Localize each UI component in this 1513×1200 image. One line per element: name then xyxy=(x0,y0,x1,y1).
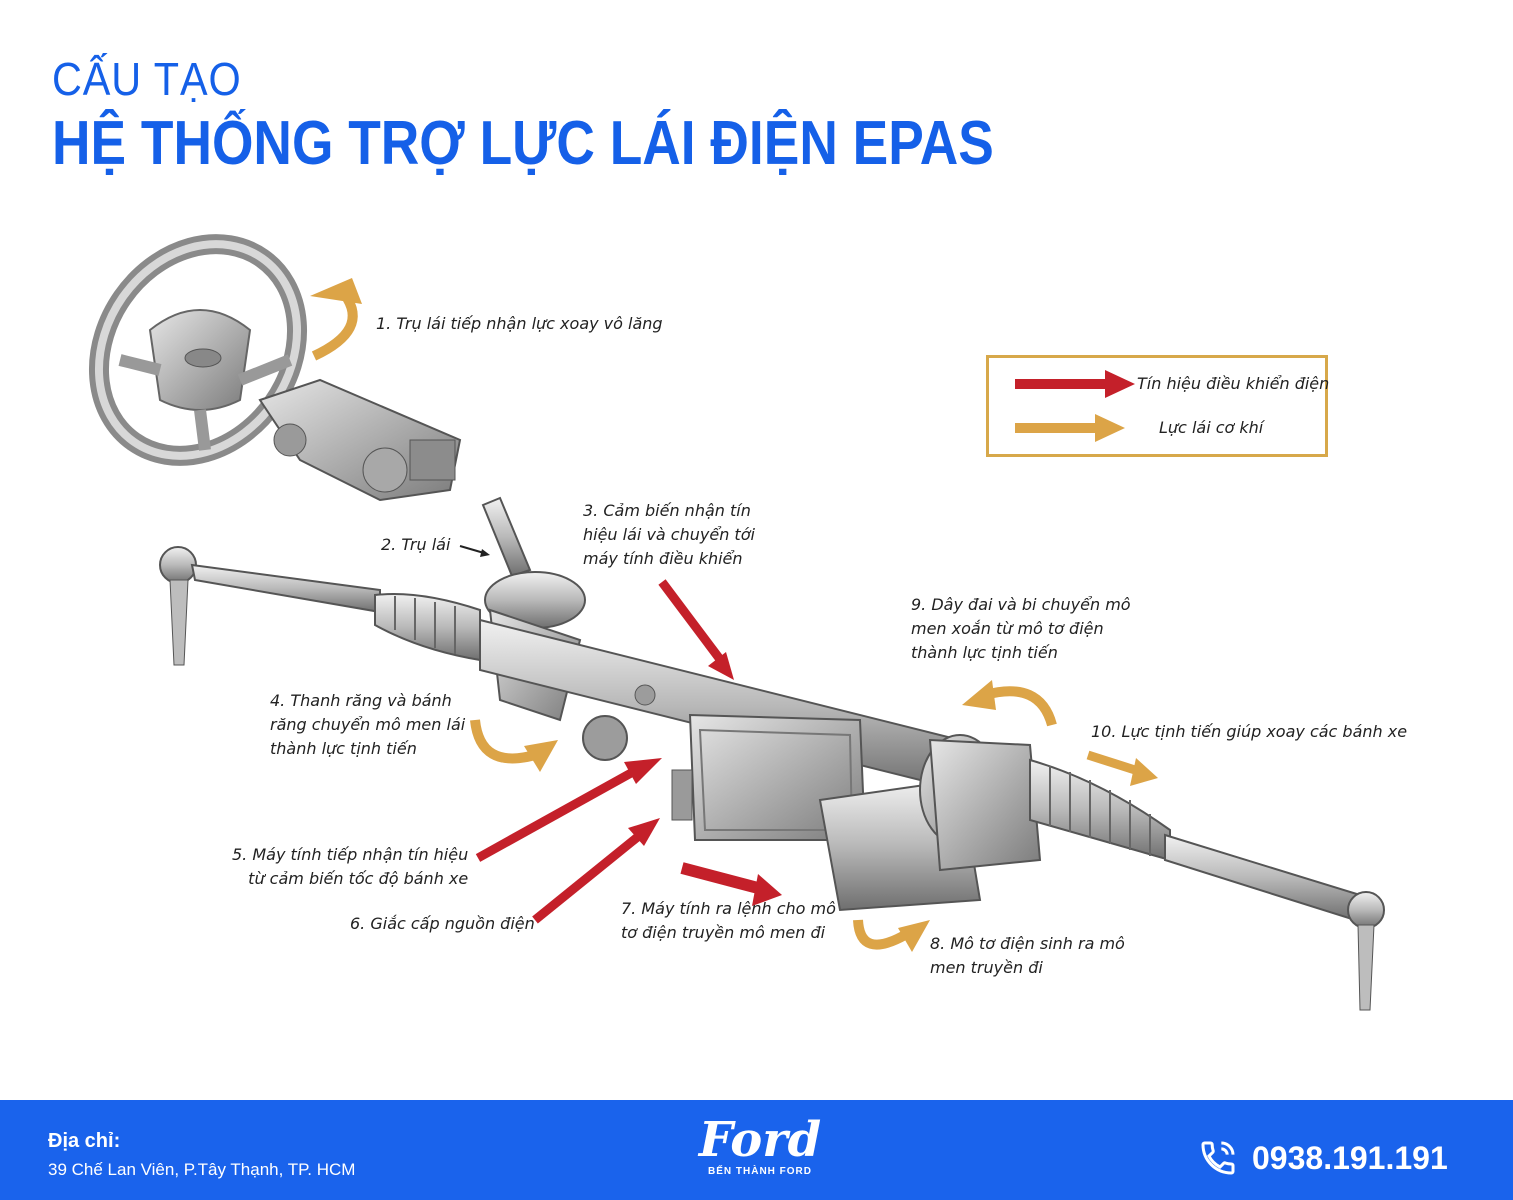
logo-wordmark: Ford xyxy=(698,1112,822,1168)
label-4-line: thành lực tịnh tiến xyxy=(270,739,417,758)
footer-bar: Địa chỉ: 39 Chế Lan Viên, P.Tây Thạnh, T… xyxy=(0,1100,1513,1200)
label-4: 4. Thanh răng và bánh răng chuyển mô men… xyxy=(270,689,465,761)
phone-contact[interactable]: 0938.191.191 xyxy=(1198,1138,1448,1178)
mechanical-arrows xyxy=(310,278,1158,952)
legend-electric-arrowhead xyxy=(1105,370,1135,398)
left-bellows xyxy=(374,593,481,662)
address-label: Địa chỉ: xyxy=(48,1130,121,1152)
label-4-line: răng chuyển mô men lái xyxy=(270,715,466,734)
label-4-line: 4. Thanh răng và bánh xyxy=(270,691,452,710)
electric-arrows xyxy=(475,579,782,924)
tie-rod-left xyxy=(159,546,381,666)
ford-logo[interactable]: Ford BẾN THÀNH FORD xyxy=(690,1114,830,1190)
label-3-line: máy tính điều khiển xyxy=(583,549,743,568)
page-subtitle: CẤU TẠO xyxy=(52,53,242,105)
label-2: 2. Trụ lái xyxy=(381,535,451,554)
label-3-line: hiệu lái và chuyển tới xyxy=(583,525,755,544)
label-8-line: men truyền đi xyxy=(930,958,1043,977)
label-3: 3. Cảm biến nhận tín hiệu lái và chuyển … xyxy=(583,499,755,571)
label-5: 5. Máy tính tiếp nhận tín hiệu từ cảm bi… xyxy=(232,843,468,891)
legend-arrows xyxy=(1015,370,1135,442)
pointer-arrow xyxy=(459,545,485,554)
label-9-line: men xoắn từ mô tơ điện xyxy=(911,619,1104,638)
page-title: HỆ THỐNG TRỢ LỰC LÁI ĐIỆN EPAS xyxy=(52,109,994,178)
label-9: 9. Dây đai và bi chuyển mô men xoắn từ m… xyxy=(911,593,1131,665)
steering-column xyxy=(258,378,462,502)
label-7: 7. Máy tính ra lệnh cho mô tơ điện truyề… xyxy=(621,897,836,945)
pointer-arrowhead xyxy=(480,549,490,557)
tie-rod-right xyxy=(1164,833,1385,1011)
label-1: 1. Trụ lái tiếp nhận lực xoay vô lăng xyxy=(376,314,663,333)
label-8-line: 8. Mô tơ điện sinh ra mô xyxy=(930,934,1125,953)
label-3-line: 3. Cảm biến nhận tín xyxy=(583,501,751,520)
legend-mechanical-label: Lực lái cơ khí xyxy=(1159,418,1264,437)
epas-diagram xyxy=(88,234,1385,1011)
legend-electric-label: Tín hiệu điều khiển điện xyxy=(1137,374,1330,393)
address-text: 39 Chế Lan Viên, P.Tây Thạnh, TP. HCM xyxy=(48,1160,356,1179)
label-8: 8. Mô tơ điện sinh ra mô men truyền đi xyxy=(930,932,1125,980)
phone-icon xyxy=(1201,1141,1235,1175)
label-9-line: 9. Dây đai và bi chuyển mô xyxy=(911,595,1131,614)
legend: Tín hiệu điều khiển điện Lực lái cơ khí xyxy=(986,355,1330,457)
label-7-line: tơ điện truyền mô men đi xyxy=(621,923,826,942)
logo-subtitle: BẾN THÀNH FORD xyxy=(708,1166,812,1177)
electric-motor xyxy=(818,734,1042,912)
label-6: 6. Giắc cấp nguồn điện xyxy=(350,914,535,933)
label-10: 10. Lực tịnh tiến giúp xoay các bánh xe xyxy=(1091,722,1408,741)
label-9-line: thành lực tịnh tiến xyxy=(911,643,1058,662)
phone-number: 0938.191.191 xyxy=(1252,1139,1448,1176)
label-5-line: từ cảm biến tốc độ bánh xe xyxy=(248,869,469,888)
label-5-line: 5. Máy tính tiếp nhận tín hiệu xyxy=(232,845,469,864)
label-7-line: 7. Máy tính ra lệnh cho mô xyxy=(621,899,836,918)
legend-mechanical-arrowhead xyxy=(1095,414,1125,442)
